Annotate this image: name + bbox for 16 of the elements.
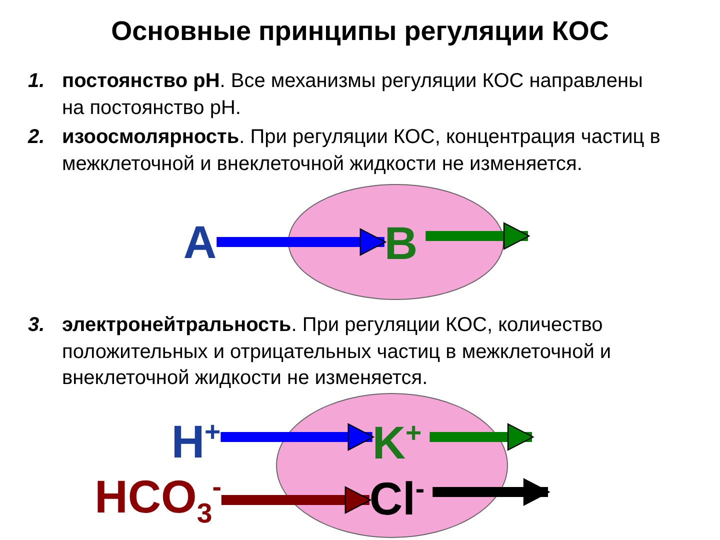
- ion-label: A: [183, 217, 217, 267]
- arrow: [221, 486, 371, 514]
- ion-label: B: [384, 218, 418, 268]
- list-number: 1.: [28, 69, 46, 94]
- arrow: [220, 423, 374, 451]
- list-item-text: электронейтральность. При регуляции КОС, количество положительных и отрицательных частиц в межклеточной и внеклеточной жидкости не изменяется.: [62, 313, 612, 391]
- arrow: [432, 478, 550, 506]
- list-number: 2.: [28, 125, 46, 150]
- list-number: 3.: [28, 313, 46, 338]
- arrow: [216, 228, 386, 256]
- list-item-text: изоосмолярность. При регуляции КОС, концентрация частиц в межклеточной и внеклеточной жидкости не изменяется.: [62, 125, 662, 176]
- arrow: [426, 222, 530, 250]
- arrow: [430, 423, 534, 451]
- list-item-text: постоянство рН. Все механизмы регуляции КОС направлены на постоянство рН.: [62, 69, 644, 120]
- ion-label: H$^{+}$: [171, 407, 221, 467]
- title: Основные принципы регуляции КОС: [110, 16, 610, 47]
